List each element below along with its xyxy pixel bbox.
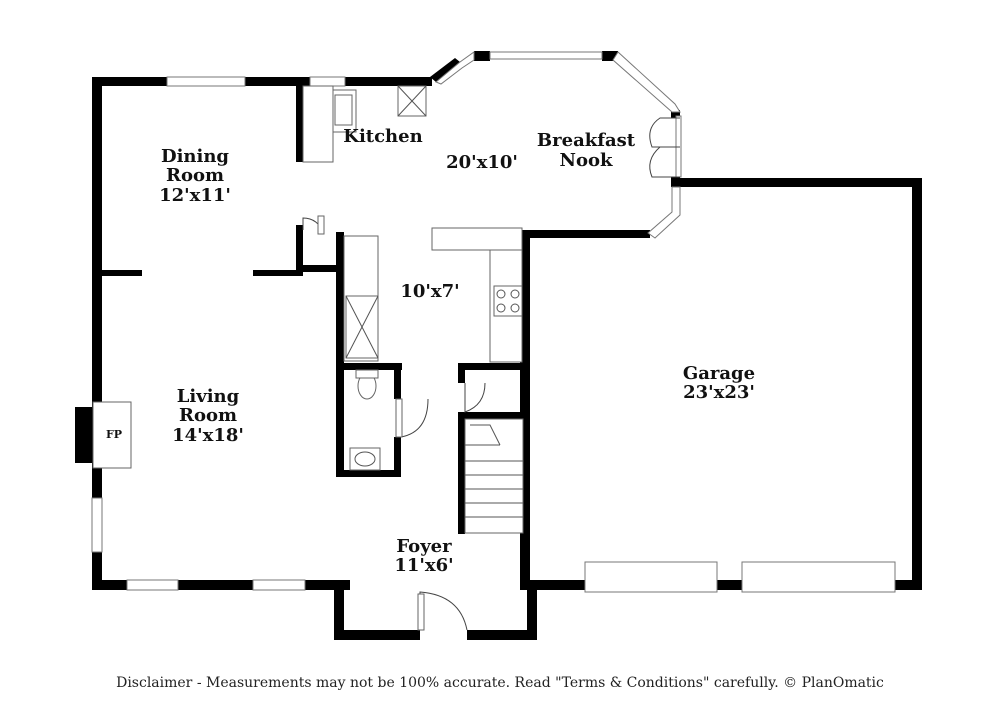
doors: [302, 117, 680, 631]
living-room-label-line1: Living: [177, 386, 240, 407]
walls: [92, 51, 922, 640]
kitchen-dims: 20'x10': [446, 152, 518, 173]
foyer-label: Foyer: [396, 536, 452, 557]
fixtures: [75, 85, 524, 534]
foyer-dims: 11'x6': [394, 555, 453, 576]
stairs: [464, 418, 524, 534]
disclaimer-text: Disclaimer - Measurements may not be 100…: [116, 675, 884, 691]
room-labels: Dining Room 12'x11' Kitchen 20'x10' Brea…: [106, 126, 755, 576]
living-room-label-line2: Room: [179, 405, 237, 426]
dining-room-dims: 12'x11': [159, 185, 231, 206]
garage-label: Garage: [683, 363, 755, 384]
bath-sink: [349, 447, 381, 471]
breakfast-nook-label-line1: Breakfast: [537, 130, 636, 151]
breakfast-nook-label-line2: Nook: [560, 150, 613, 171]
dining-room-label-line2: Room: [166, 165, 224, 186]
kitchen-label: Kitchen: [343, 126, 422, 147]
fireplace-box: [92, 401, 132, 469]
dining-room-label-line1: Dining: [161, 146, 229, 167]
living-room-dims: 14'x18': [172, 425, 244, 446]
fireplace-label: FP: [106, 428, 122, 441]
hall-dims: 10'x7': [400, 281, 459, 302]
garage-dims: 23'x23': [683, 382, 755, 403]
